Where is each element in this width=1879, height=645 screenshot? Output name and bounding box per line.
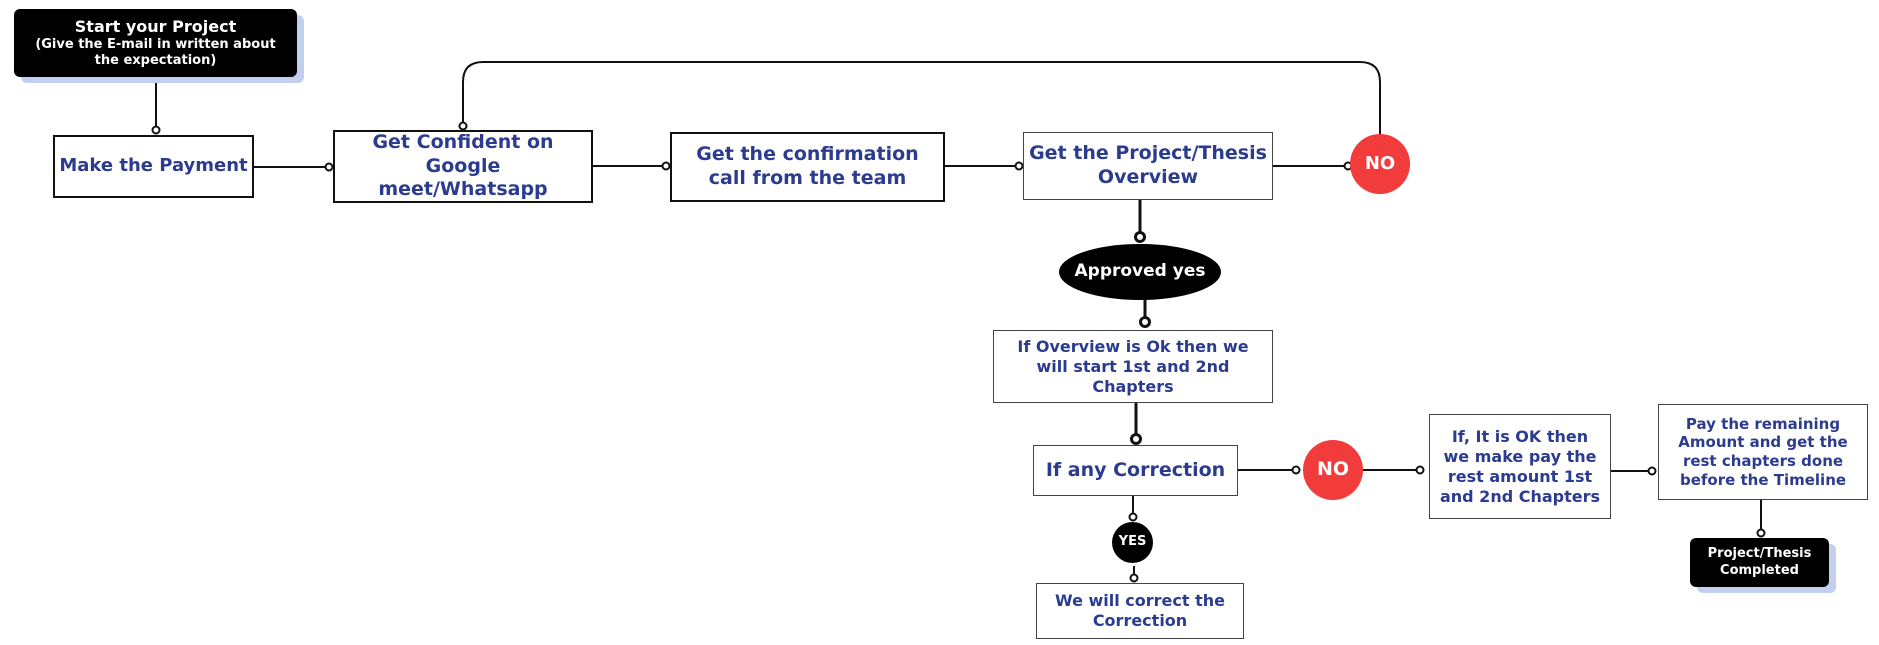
start-chapters-node: If Overview is Ok then we will start 1st… (993, 330, 1273, 403)
correct-correction-node: We will correct the Correction (1036, 583, 1244, 639)
confirmation-call-node: Get the confirmation call from the team (670, 132, 945, 202)
no-circle-middle: NO (1303, 440, 1363, 500)
pay-rest-amount-node: If, It is OK then we make pay the rest a… (1429, 414, 1611, 519)
start-project-subtitle: (Give the E-mail in written about the ex… (35, 36, 276, 68)
yes-circle: YES (1112, 522, 1153, 563)
project-completed-node: Project/Thesis Completed (1690, 538, 1829, 587)
pay-remaining-node: Pay the remaining Amount and get the res… (1658, 404, 1868, 500)
start-project-node: Start your Project (Give the E-mail in w… (14, 9, 297, 77)
start-project-title: Start your Project (74, 16, 237, 36)
project-overview-node: Get the Project/Thesis Overview (1023, 132, 1273, 200)
make-payment-node: Make the Payment (53, 135, 254, 198)
approved-yes-node: Approved yes (1059, 244, 1221, 300)
any-correction-node: If any Correction (1033, 445, 1238, 496)
no-circle-top: NO (1350, 134, 1410, 194)
get-confident-node: Get Confident on Google meet/Whatsapp (333, 130, 593, 203)
